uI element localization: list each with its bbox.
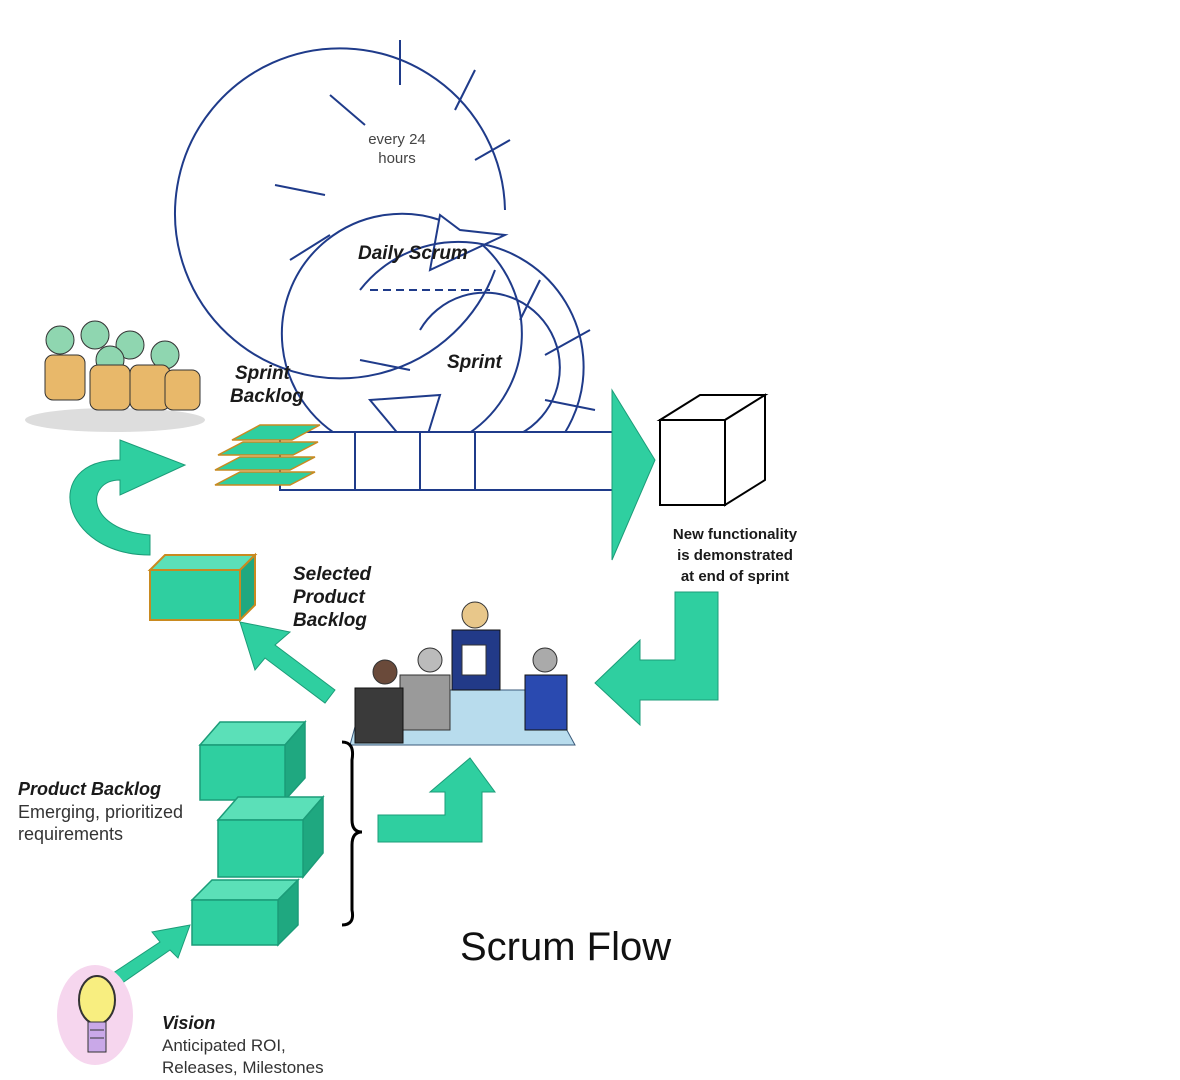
product-backlog-line2: requirements — [18, 824, 124, 844]
sprint-backlog-line1: Sprint — [235, 363, 290, 384]
new-functionality-label: New functionality is demonstrated at end… — [655, 524, 815, 587]
product-backlog-line1: Emerging, prioritized — [18, 802, 184, 822]
arrow-to-cube — [611, 388, 656, 561]
daily-scrum-label: Daily Scrum — [358, 243, 468, 264]
selected-line1: Selected — [293, 564, 372, 585]
lightbulb-icon — [57, 965, 133, 1065]
arrow-to-sprint-backlog — [69, 439, 187, 556]
every-24-hours-label: every 24 hours — [352, 130, 442, 168]
new-func-line2: is demonstrated — [677, 547, 793, 564]
daily-scrum-loop — [174, 40, 523, 455]
every-24-line2: hours — [378, 150, 416, 167]
new-func-line3: at end of sprint — [680, 568, 790, 585]
vision-line2: Releases, Milestones — [162, 1058, 324, 1077]
vision-label: Vision Anticipated ROI, Releases, Milest… — [162, 1012, 324, 1079]
selected-line2: Product — [293, 587, 365, 608]
selected-line3: Backlog — [293, 610, 367, 631]
sprint-loop — [279, 240, 621, 491]
product-backlog-brace — [341, 740, 363, 927]
sprint-backlog-stack — [214, 424, 321, 486]
every-24-line1: every 24 — [368, 131, 426, 148]
vision-line1: Anticipated ROI, — [162, 1036, 286, 1055]
team-huddle-icon — [25, 320, 205, 432]
selected-product-backlog-label: Selected Product Backlog — [293, 563, 371, 632]
planning-meeting — [349, 601, 576, 746]
vision-title: Vision — [162, 1013, 216, 1033]
product-backlog-title: Product Backlog — [18, 779, 162, 799]
arrow-to-meeting — [377, 757, 496, 843]
arrow-to-selected-backlog — [239, 621, 336, 704]
sprint-label: Sprint — [447, 352, 502, 373]
product-backlog-boxes — [190, 719, 325, 947]
product-backlog-label: Product Backlog Emerging, prioritized re… — [18, 778, 183, 845]
arrow-demo-to-meeting — [594, 591, 719, 727]
sprint-backlog-line2: Backlog — [230, 386, 304, 407]
new-func-line1: New functionality — [672, 526, 798, 543]
selected-product-backlog-box — [147, 552, 258, 623]
sprint-backlog-label: Sprint Backlog — [230, 362, 304, 408]
increment-cube — [656, 393, 769, 507]
diagram-title: Scrum Flow — [460, 925, 672, 969]
